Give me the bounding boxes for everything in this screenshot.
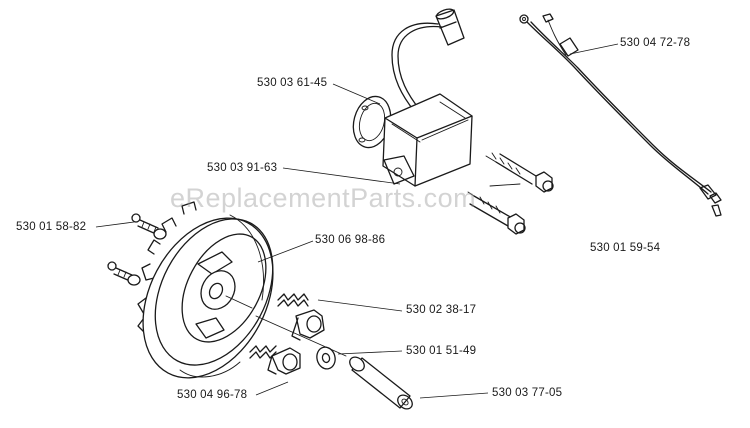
flywheel-screw-lower[interactable] bbox=[107, 261, 141, 286]
coil-screw-upper[interactable] bbox=[485, 152, 554, 193]
sleeve[interactable] bbox=[347, 354, 415, 411]
leader-lines bbox=[95, 43, 619, 399]
flywheel-screw-upper[interactable] bbox=[131, 213, 167, 240]
label-pawl-right[interactable]: 530 02 38-17 bbox=[406, 304, 477, 316]
label-flywheel[interactable]: 530 06 98-86 bbox=[315, 234, 386, 246]
assembly-centerlines bbox=[225, 295, 347, 357]
label-ignition-coil[interactable]: 530 03 61-45 bbox=[257, 77, 328, 89]
label-washer[interactable]: 530 01 51-49 bbox=[406, 345, 477, 357]
label-flywheel-screw[interactable]: 530 01 58-82 bbox=[16, 221, 87, 233]
flywheel[interactable] bbox=[117, 196, 299, 401]
watermark-text: eReplacementParts.com bbox=[170, 183, 477, 213]
label-wiring-harness[interactable]: 530 04 72-78 bbox=[620, 37, 691, 49]
ignition-coil[interactable] bbox=[348, 7, 473, 187]
label-pawl-left[interactable]: 530 04 96-78 bbox=[177, 389, 248, 401]
coil-screw-lower[interactable] bbox=[467, 183, 526, 235]
washer[interactable] bbox=[314, 345, 337, 371]
pawl-left[interactable] bbox=[249, 345, 301, 375]
label-coil-screw[interactable]: 530 03 91-63 bbox=[207, 162, 278, 174]
label-kit[interactable]: 530 01 59-54 bbox=[590, 242, 661, 254]
wiring-harness[interactable] bbox=[519, 13, 722, 217]
label-sleeve[interactable]: 530 03 77-05 bbox=[492, 387, 563, 399]
pawl-right[interactable] bbox=[277, 293, 325, 341]
